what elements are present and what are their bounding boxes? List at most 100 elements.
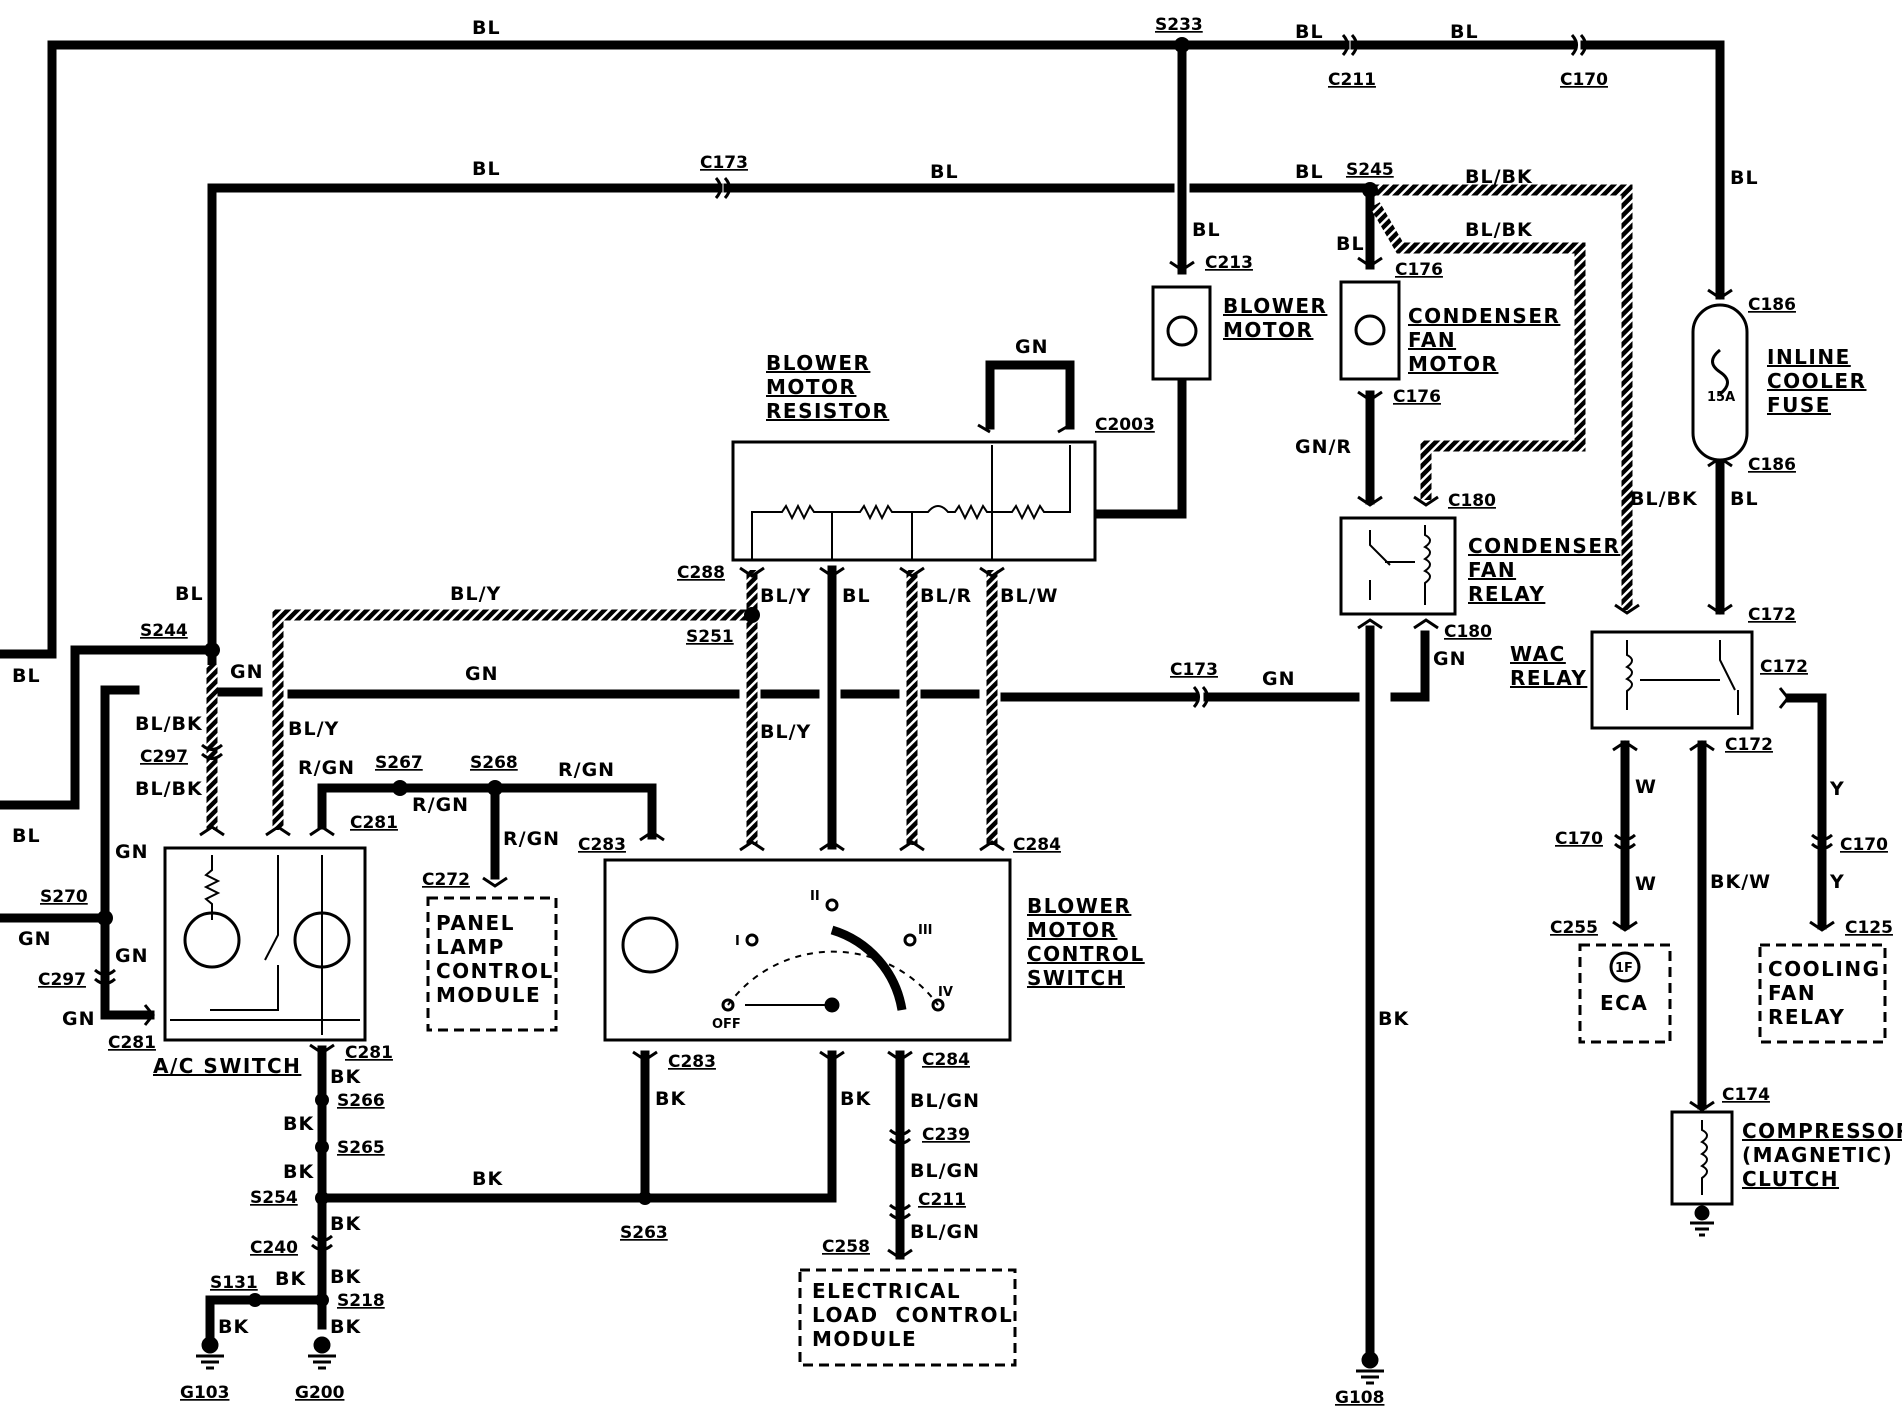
label-c176-top: C176 xyxy=(1395,260,1443,280)
label-cfr2-3: RELAY xyxy=(1768,1005,1845,1029)
label-wire-bl-edge-bot: BL xyxy=(12,825,41,847)
wire-blbk-diag xyxy=(1370,202,1586,500)
label-wire-blgn-3: BL/GN xyxy=(910,1221,980,1243)
ground-g200 xyxy=(308,1336,336,1370)
condenser-fan-motor-symbol xyxy=(1354,314,1386,346)
blower-control-switch-lamp xyxy=(621,916,679,974)
label-wire-gn-v1: GN xyxy=(115,841,149,863)
label-c288: C288 xyxy=(677,563,725,583)
splice-s268 xyxy=(487,780,503,796)
label-elcm-2: LOAD CONTROL xyxy=(812,1303,1013,1327)
label-fuse-1: INLINE xyxy=(1767,345,1851,369)
label-wire-bk-9: BK xyxy=(472,1168,503,1190)
label-c255: C255 xyxy=(1550,918,1598,938)
label-s270: S270 xyxy=(40,887,88,907)
label-s131: S131 xyxy=(210,1273,258,1293)
label-wire-blbk-diag: BL/BK xyxy=(1465,219,1533,241)
label-wire-bl-edge-top: BL xyxy=(12,665,41,687)
condenser-fan-relay-box xyxy=(1339,516,1457,616)
label-g200: G200 xyxy=(295,1383,345,1403)
label-s244: S244 xyxy=(140,621,188,641)
wire-bl-top-right2 xyxy=(1580,40,1725,300)
label-eca-pin: 1F xyxy=(1615,961,1633,976)
label-cfr-2: FAN xyxy=(1468,558,1516,582)
label-wire-bl-top: BL xyxy=(472,17,501,39)
wire-gn-loop xyxy=(985,360,1075,430)
label-c284-top: C284 xyxy=(1013,835,1061,855)
label-wire-bly-top: BL/Y xyxy=(450,583,501,605)
label-g103: G103 xyxy=(180,1383,229,1403)
wire-blower-resistor xyxy=(1087,370,1187,519)
label-wire-bk-g108: BK xyxy=(1378,1008,1409,1030)
splice-s233 xyxy=(1174,37,1190,53)
label-wire-bk-3: BK xyxy=(283,1161,314,1183)
splice-s131 xyxy=(248,1293,262,1307)
label-c281-bot: C281 xyxy=(345,1043,393,1063)
component-labels: BLOWER MOTOR CONDENSER FAN MOTOR INLINE … xyxy=(153,294,1902,1351)
label-wire-bly-2: BL/Y xyxy=(288,718,339,740)
label-fuse-3: FUSE xyxy=(1767,393,1831,417)
label-c176-bot: C176 xyxy=(1393,387,1441,407)
wire-bl-row2 xyxy=(207,183,723,670)
label-c186-bot: C186 xyxy=(1748,455,1796,475)
label-wire-res-bl: BL xyxy=(842,585,871,607)
label-c170-w: C170 xyxy=(1555,829,1603,849)
hatched-wires xyxy=(206,184,1633,845)
label-wire-bk-2: BK xyxy=(283,1113,314,1135)
resistor-network xyxy=(751,445,1071,560)
ac-switch-contents xyxy=(170,855,360,1035)
label-c172-top: C172 xyxy=(1748,605,1796,625)
label-bmcs-3: CONTROL xyxy=(1027,942,1145,966)
wire-bl-top xyxy=(0,40,1350,659)
wire-bk-s131 xyxy=(205,1295,327,1340)
label-cfr2-1: COOLING xyxy=(1768,957,1881,981)
label-wire-bl-row2c: BL xyxy=(1295,161,1324,183)
label-wire-gn-mid: GN xyxy=(465,663,499,685)
blower-switch-arc xyxy=(727,950,939,1006)
ac-switch-lamp-2 xyxy=(293,911,351,969)
wire-gn-left xyxy=(100,685,140,1020)
wire-bk-s254 xyxy=(317,1050,837,1203)
label-wire-gnr: GN/R xyxy=(1295,436,1352,458)
label-wire-bkw: BK/W xyxy=(1710,871,1771,893)
label-s254: S254 xyxy=(250,1188,298,1208)
label-elcm-3: MODULE xyxy=(812,1327,917,1351)
label-wire-blbk-s245: BL/BK xyxy=(1465,166,1533,188)
splice-s251 xyxy=(744,607,760,623)
label-wire-res-bly: BL/Y xyxy=(760,585,811,607)
label-s218: S218 xyxy=(337,1291,385,1311)
label-s245: S245 xyxy=(1346,160,1394,180)
label-wire-bly-3: BL/Y xyxy=(760,721,811,743)
label-wire-bk-8: BK xyxy=(330,1316,361,1338)
label-elcm-1: ELECTRICAL xyxy=(812,1279,961,1303)
blower-motor-resistor-box xyxy=(731,440,1097,562)
label-cfr-1: CONDENSER xyxy=(1468,534,1620,558)
label-wire-bl-cfm: BL xyxy=(1336,233,1365,255)
label-wire-gn-loop: GN xyxy=(1015,336,1049,358)
label-wire-bl-blower: BL xyxy=(1192,219,1221,241)
condenser-fan-motor-box xyxy=(1339,280,1401,381)
label-cfm-2: FAN xyxy=(1408,328,1456,352)
ground-g108 xyxy=(1356,1351,1384,1385)
blower-motor-symbol xyxy=(1166,315,1198,347)
blower-motor-box xyxy=(1151,285,1212,381)
wire-labels: BL BL BL BL BL BL BL BL/BK BL/BK BL BL G… xyxy=(12,17,1844,1338)
label-c174: C174 xyxy=(1722,1085,1770,1105)
label-wire-blgn-2: BL/GN xyxy=(910,1160,980,1182)
ground-g103 xyxy=(196,1336,224,1370)
label-comp-1: COMPRESSOR xyxy=(1742,1119,1902,1143)
splice-s265 xyxy=(315,1140,329,1154)
label-c180-top: C180 xyxy=(1448,491,1496,511)
label-wire-blbk-wac: BL/BK xyxy=(1630,488,1698,510)
ac-switch-box xyxy=(163,846,367,1042)
wire-gn-c180 xyxy=(1390,630,1430,702)
label-comp-3: CLUTCH xyxy=(1742,1167,1839,1191)
splice-s267 xyxy=(392,780,408,796)
label-c272: C272 xyxy=(422,870,470,890)
splice-s218 xyxy=(315,1293,329,1307)
label-bmr-3: RESISTOR xyxy=(766,399,889,423)
label-c170-y: C170 xyxy=(1840,835,1888,855)
inline-connectors xyxy=(93,33,1835,1260)
label-ac-switch: A/C SWITCH xyxy=(153,1054,301,1078)
